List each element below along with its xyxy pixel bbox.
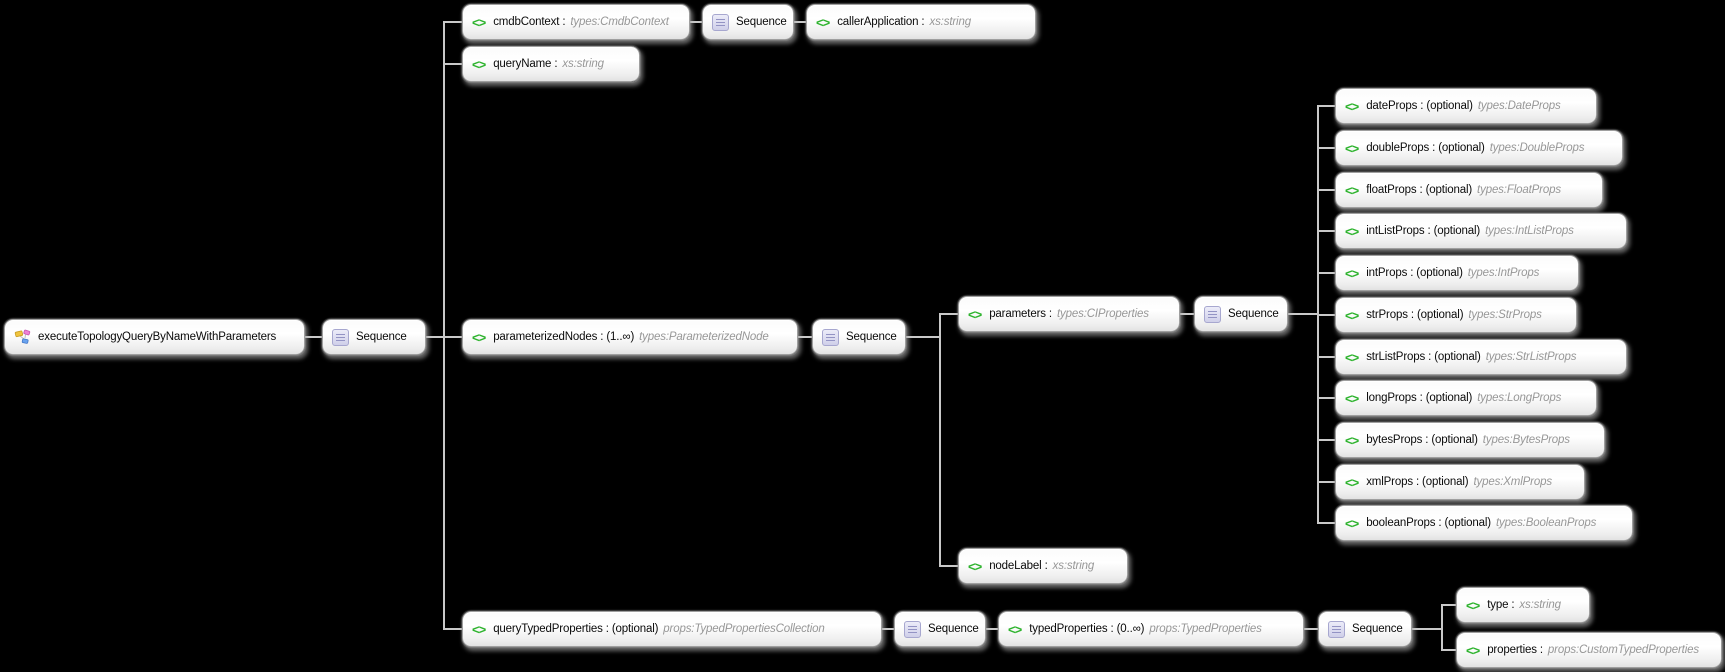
tree-connector — [444, 628, 462, 630]
operation-root-node[interactable]: executeTopologyQueryByNameWithParameters — [4, 319, 305, 355]
sequence-node-cmdbContext[interactable]: Sequence — [702, 4, 794, 40]
tree-connector — [1288, 313, 1319, 315]
element-node-typedProperties[interactable]: <> typedProperties : (0..∞) props:TypedP… — [998, 611, 1304, 647]
tree-connector — [444, 21, 462, 23]
element-node-xmlProps[interactable]: <> xmlProps : (optional) types:XmlProps — [1335, 464, 1585, 500]
element-icon: <> — [472, 621, 486, 637]
operation-name-label: executeTopologyQueryByNameWithParameters — [38, 331, 277, 343]
tree-connector — [1317, 230, 1335, 232]
tree-connector — [1441, 604, 1443, 651]
tree-connector — [939, 313, 941, 567]
element-node-intProps[interactable]: <> intProps : (optional) types:IntProps — [1335, 255, 1579, 291]
sequence-node-typedProperties[interactable]: Sequence — [1318, 611, 1412, 647]
element-icon: <> — [968, 306, 982, 322]
tree-connector — [305, 336, 322, 338]
element-node-bytesProps[interactable]: <> bytesProps : (optional) types:BytesPr… — [1335, 422, 1605, 458]
element-icon: <> — [816, 14, 830, 30]
element-node-cmdbContext[interactable]: <> cmdbContext : types:CmdbContext — [462, 4, 690, 40]
tree-connector — [1441, 604, 1456, 606]
element-node-booleanProps[interactable]: <> booleanProps : (optional) types:Boole… — [1335, 505, 1633, 541]
element-icon: <> — [1345, 265, 1359, 281]
element-node-strListProps[interactable]: <> strListProps : (optional) types:StrLi… — [1335, 339, 1627, 375]
sequence-node-parameters[interactable]: Sequence — [1194, 296, 1288, 332]
element-icon: <> — [472, 14, 486, 30]
sequence-node-parameterizedNodes[interactable]: Sequence — [812, 319, 906, 355]
element-icon: <> — [1008, 621, 1022, 637]
tree-connector — [426, 336, 462, 338]
sequence-icon — [1204, 305, 1221, 323]
element-icon: <> — [1345, 98, 1359, 114]
element-icon: <> — [1345, 515, 1359, 531]
sequence-node-queryTypedProperties[interactable]: Sequence — [894, 611, 986, 647]
element-node-doubleProps[interactable]: <> doubleProps : (optional) types:Double… — [1335, 130, 1623, 166]
element-node-queryName[interactable]: <> queryName : xs:string — [462, 46, 640, 82]
sequence-icon — [1328, 620, 1345, 638]
tree-connector — [906, 336, 941, 338]
tree-connector — [939, 565, 958, 567]
element-icon: <> — [1345, 182, 1359, 198]
element-icon: <> — [472, 56, 486, 72]
element-icon: <> — [1466, 642, 1480, 658]
tree-connector — [1317, 314, 1335, 316]
sequence-icon — [904, 620, 921, 638]
sequence-node-root[interactable]: Sequence — [322, 319, 426, 355]
element-node-properties[interactable]: <> properties : props:CustomTypedPropert… — [1456, 632, 1722, 668]
element-icon: <> — [1345, 307, 1359, 323]
tree-connector — [1317, 397, 1335, 399]
tree-connector — [443, 21, 445, 630]
element-icon: <> — [1466, 597, 1480, 613]
element-icon: <> — [1345, 349, 1359, 365]
tree-connector — [1317, 105, 1335, 107]
tree-connector — [1317, 189, 1335, 191]
element-node-parameterizedNodes[interactable]: <> parameterizedNodes : (1..∞) types:Par… — [462, 319, 798, 355]
sequence-icon — [822, 328, 839, 346]
tree-connector — [1317, 147, 1335, 149]
sequence-icon — [332, 328, 349, 346]
element-node-queryTypedProperties[interactable]: <> queryTypedProperties : (optional) pro… — [462, 611, 882, 647]
element-node-longProps[interactable]: <> longProps : (optional) types:LongProp… — [1335, 380, 1597, 416]
tree-connector — [444, 63, 462, 65]
tree-connector — [939, 313, 958, 315]
tree-connector — [1317, 356, 1335, 358]
tree-connector — [1441, 649, 1456, 651]
tree-connector — [1317, 272, 1335, 274]
tree-connector — [794, 21, 806, 23]
element-icon: <> — [1345, 140, 1359, 156]
element-icon: <> — [1345, 223, 1359, 239]
element-node-type[interactable]: <> type : xs:string — [1456, 587, 1590, 623]
element-node-intListProps[interactable]: <> intListProps : (optional) types:IntLi… — [1335, 213, 1627, 249]
tree-connector — [986, 628, 998, 630]
element-icon: <> — [472, 329, 486, 345]
tree-connector — [1317, 481, 1335, 483]
tree-connector — [1180, 313, 1194, 315]
tree-connector — [690, 21, 702, 23]
tree-connector — [1304, 628, 1318, 630]
tree-connector — [1317, 439, 1335, 441]
sequence-icon — [712, 13, 729, 31]
element-icon: <> — [1345, 474, 1359, 490]
element-node-floatProps[interactable]: <> floatProps : (optional) types:FloatPr… — [1335, 172, 1603, 208]
element-node-callerApplication[interactable]: <> callerApplication : xs:string — [806, 4, 1036, 40]
element-node-nodeLabel[interactable]: <> nodeLabel : xs:string — [958, 548, 1128, 584]
tree-connector — [798, 336, 812, 338]
element-node-dateProps[interactable]: <> dateProps : (optional) types:DateProp… — [1335, 88, 1597, 124]
tree-connector — [882, 628, 894, 630]
element-icon: <> — [968, 558, 982, 574]
tree-connector — [1412, 628, 1443, 630]
element-node-strProps[interactable]: <> strProps : (optional) types:StrProps — [1335, 297, 1577, 333]
element-icon: <> — [1345, 432, 1359, 448]
element-icon: <> — [1345, 390, 1359, 406]
schema-root-icon — [14, 329, 31, 344]
tree-connector — [1317, 522, 1335, 524]
element-node-parameters[interactable]: <> parameters : types:CIProperties — [958, 296, 1180, 332]
